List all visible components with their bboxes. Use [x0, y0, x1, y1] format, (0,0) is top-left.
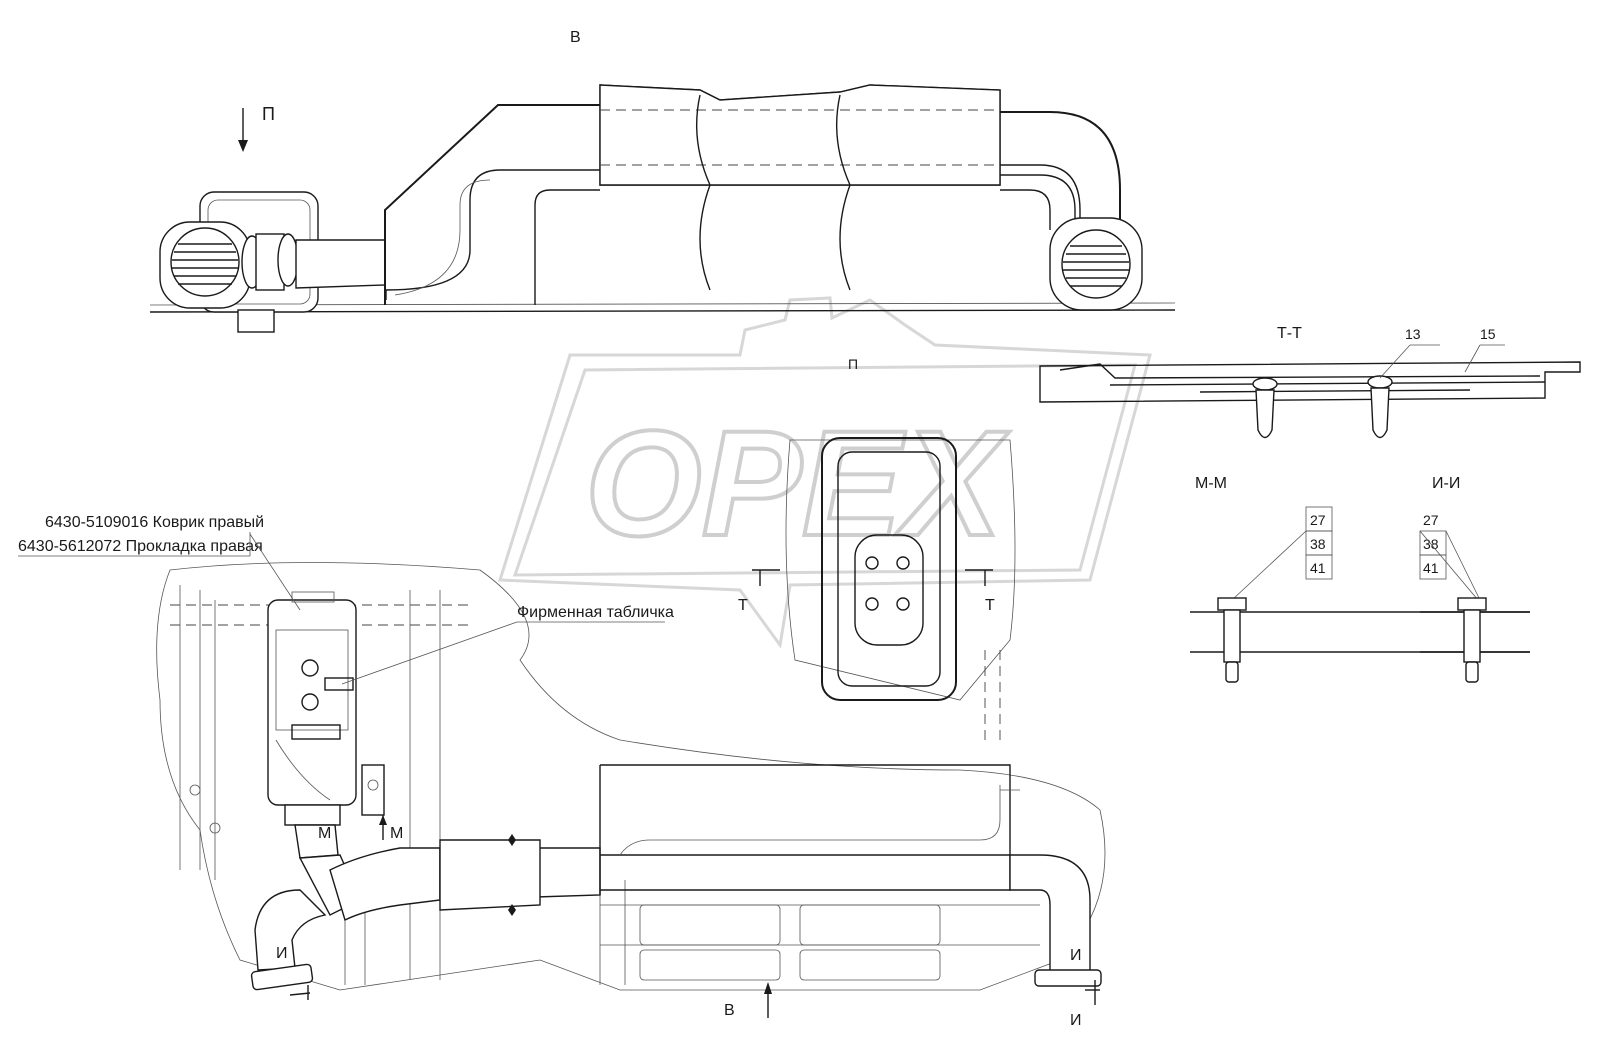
- duct-top-profile: [384, 104, 600, 305]
- right-outlet: [1034, 969, 1102, 987]
- view-b-bottom-label: В: [724, 1002, 735, 1019]
- clip-13b: [1370, 387, 1390, 439]
- right-elbow-outer: [1000, 111, 1121, 245]
- left-outlet: [250, 963, 314, 991]
- section-mm-label: М-М: [1195, 475, 1227, 492]
- i-bottom-label: И: [1070, 1012, 1082, 1029]
- arrow-p-label: П: [262, 104, 275, 124]
- nameplate: [324, 677, 354, 691]
- section-tt: Т-Т 13 15: [1039, 325, 1581, 439]
- break-line-2: [836, 94, 851, 291]
- duct-joint: [329, 847, 441, 921]
- pos-15-label: 15: [1480, 326, 1496, 342]
- hatch-inner: [837, 451, 941, 687]
- floor-baseline: [149, 309, 1176, 313]
- mm-pos-38: 38: [1310, 536, 1326, 552]
- ii-pos-41: 41: [1423, 560, 1439, 576]
- mm-bolt-head: [1217, 597, 1247, 611]
- callout-gasket-right: 6430-5612072 Прокладка правая: [18, 538, 263, 555]
- heater-dial-2: [301, 693, 319, 711]
- view-b-top-label: В: [570, 29, 581, 46]
- callout-nameplate: Фирменная табличка: [517, 604, 674, 621]
- left-bottom-elbow: [254, 889, 327, 971]
- heater-unit-plan: [267, 599, 357, 806]
- section-ii: И-И 27 38 41: [1419, 475, 1530, 683]
- view-b-bottom: И И И М М В: [156, 562, 1106, 1029]
- watermark-logo: OPEX: [497, 296, 1152, 649]
- break-line-1: [696, 94, 711, 291]
- p-small-label: П: [848, 356, 858, 372]
- mm-pos-41: 41: [1310, 560, 1326, 576]
- callout-mat-right: 6430-5109016 Коврик правый: [45, 514, 264, 531]
- heater-dial-1: [301, 659, 319, 677]
- i-left-label: И: [276, 945, 288, 962]
- hatch-plate: [854, 534, 924, 646]
- t-right-label: Т: [985, 597, 995, 614]
- left-vent: [170, 227, 240, 297]
- watermark-text: OPEX: [585, 399, 1010, 567]
- right-vent: [1061, 229, 1131, 299]
- arrow-p-head: [238, 140, 248, 152]
- ii-pos-27: 27: [1423, 512, 1439, 528]
- callouts: 6430-5109016 Коврик правый 6430-5612072 …: [18, 514, 674, 685]
- ii-bolt-head: [1457, 597, 1487, 611]
- pos-13-label: 13: [1405, 326, 1421, 342]
- panel-section: [1039, 361, 1581, 403]
- m-left-label: М: [318, 825, 331, 842]
- i-right-label: И: [1070, 947, 1082, 964]
- clip-13a: [1255, 389, 1275, 439]
- right-elbow-inner: [1000, 164, 1081, 230]
- heater-mount: [237, 309, 275, 333]
- m-right-label: М: [390, 825, 403, 842]
- view-b-top: В П: [149, 29, 1176, 333]
- mm-pos-27: 27: [1310, 512, 1326, 528]
- mm-bolt-shank: [1223, 609, 1241, 663]
- section-tt-label: Т-Т: [1277, 325, 1302, 342]
- section-ii-label: И-И: [1432, 475, 1460, 492]
- hatch-outer: [821, 437, 957, 701]
- ii-bolt-shank: [1463, 609, 1481, 663]
- t-left-label: Т: [738, 597, 748, 614]
